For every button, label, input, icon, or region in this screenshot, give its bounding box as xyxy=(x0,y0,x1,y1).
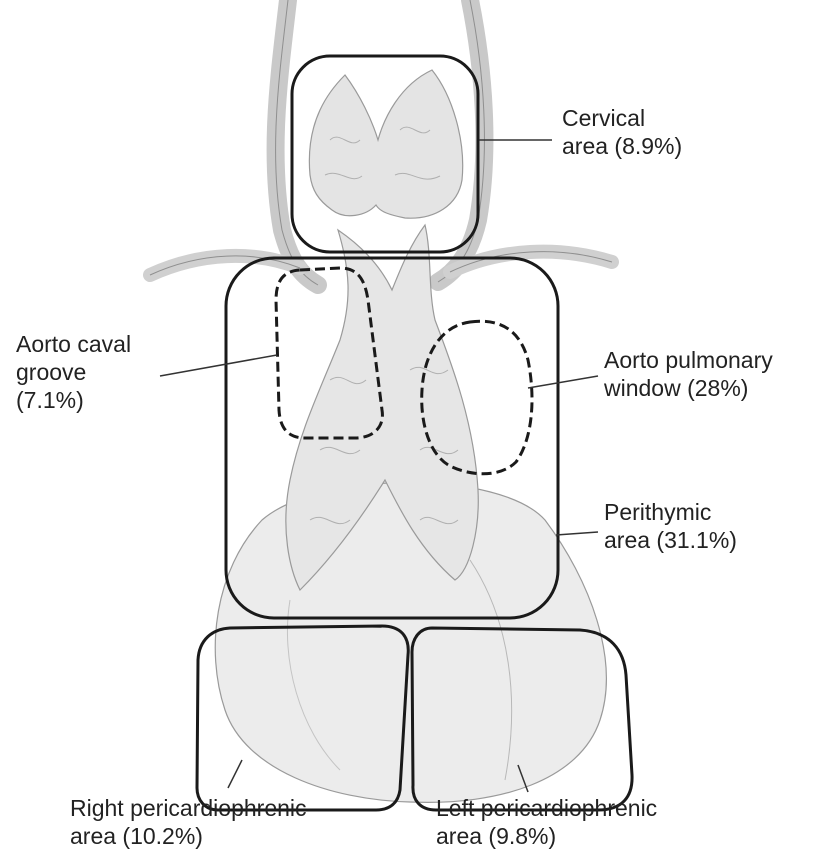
heart-illustration xyxy=(215,483,606,803)
aorto-caval-label-line2: groove xyxy=(16,358,131,386)
thyroid-gland xyxy=(309,70,462,218)
cervical-label-line2: area (8.9%) xyxy=(562,132,682,160)
right-pericardiophrenic-label-line1: Right pericardiophrenic xyxy=(70,794,307,822)
perithymic-label-line1: Perithymic xyxy=(604,498,737,526)
cervical-label-line1: Cervical xyxy=(562,104,682,132)
right-pericardiophrenic-label-line2: area (10.2%) xyxy=(70,822,307,850)
aorto-caval-leader-line xyxy=(160,355,277,376)
left-pericardiophrenic-label-line2: area (9.8%) xyxy=(436,822,657,850)
aorto-pulmonary-window-label: Aorto pulmonary window (28%) xyxy=(604,346,773,402)
cervical-area-label: Cervical area (8.9%) xyxy=(562,104,682,160)
right-pericardiophrenic-leader-line xyxy=(228,760,242,788)
aorto-caval-label-line1: Aorto caval xyxy=(16,330,131,358)
aorto-pulmonary-leader-line xyxy=(528,376,598,388)
perithymic-leader-line xyxy=(556,532,598,535)
aorto-pulmonary-label-line1: Aorto pulmonary xyxy=(604,346,773,374)
right-pericardiophrenic-area-label: Right pericardiophrenic area (10.2%) xyxy=(70,794,307,850)
aorto-pulmonary-label-line2: window (28%) xyxy=(604,374,773,402)
aorto-caval-groove-label: Aorto caval groove (7.1%) xyxy=(16,330,131,414)
left-pericardiophrenic-area-label: Left pericardiophrenic area (9.8%) xyxy=(436,794,657,850)
perithymic-label-line2: area (31.1%) xyxy=(604,526,737,554)
perithymic-area-label: Perithymic area (31.1%) xyxy=(604,498,737,554)
aorto-caval-label-line3: (7.1%) xyxy=(16,386,131,414)
left-pericardiophrenic-label-line1: Left pericardiophrenic xyxy=(436,794,657,822)
